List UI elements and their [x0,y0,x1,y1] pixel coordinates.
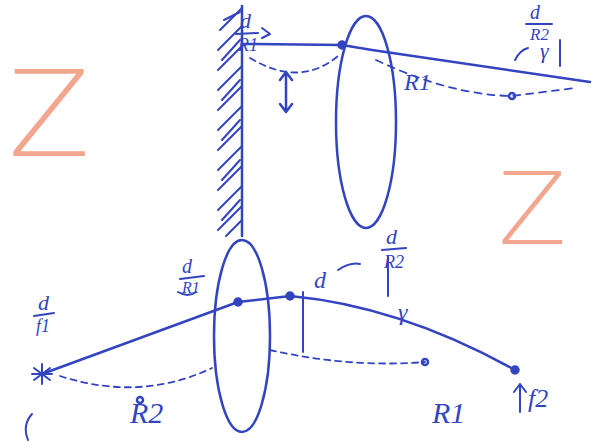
math-label: d [386,226,397,248]
fraction-bar [382,248,406,250]
height-arrow [280,72,292,112]
math-label: R1 [432,398,465,428]
fraction-bar [180,276,204,279]
light-ray [42,296,515,374]
tick [559,40,561,66]
math-label: γ [398,300,407,324]
focus-point [422,359,428,365]
math-label: d [38,292,49,314]
dashed-ray [270,350,425,364]
math-label: R1 [238,36,258,54]
ray-point [339,42,346,49]
margin-mark: Z [8,55,90,175]
math-label: R2 [384,253,404,271]
math-label: d [182,256,192,276]
angle-arc [338,264,360,270]
math-label: R1 [404,70,431,94]
height-line [302,292,304,352]
fraction-bar [236,33,258,34]
fraction-bar [526,23,552,25]
math-label: f2 [528,386,548,412]
image-point [512,367,519,374]
lens [214,240,270,432]
dashed-ray [60,368,212,387]
math-label: d [314,268,326,292]
dashed-ray [376,60,575,96]
math-label: d [240,10,251,32]
math-label: f1 [36,317,50,335]
math-label: γ [540,40,549,62]
angle-mark [262,28,270,38]
math-label: R1 [182,280,200,296]
pointer-arrow [514,384,526,412]
focus-point [509,93,515,99]
math-label: R2 [130,398,163,428]
ray-point [235,299,242,306]
angle-arc [26,414,32,440]
ray-point [287,293,294,300]
math-label: d [530,2,540,22]
point-source [32,364,52,384]
margin-mark: Z [498,160,567,260]
dashed-ray [250,56,338,73]
angle-arc [515,48,528,60]
